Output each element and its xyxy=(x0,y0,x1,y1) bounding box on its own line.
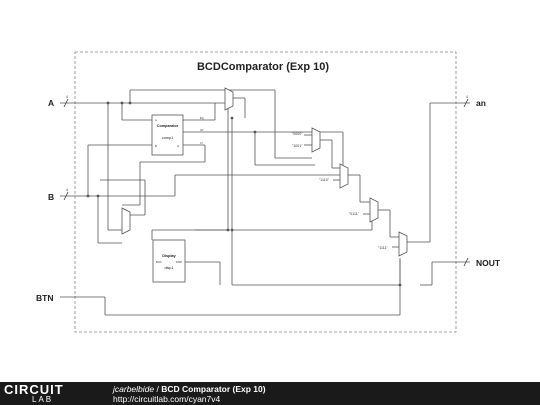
display-pin-disp: DISP xyxy=(176,260,182,264)
project-title[interactable]: BCD Comparator (Exp 10) xyxy=(161,384,266,394)
logo-sub: LAB xyxy=(32,395,54,404)
junction-dots xyxy=(86,101,402,287)
byline: jcarbelbide / BCD Comparator (Exp 10) xyxy=(113,384,266,394)
port-nout-label: NOUT xyxy=(476,258,501,268)
port-b-label: B xyxy=(48,192,54,202)
bus-width-an: 4 xyxy=(466,95,468,99)
port-an-label: an xyxy=(476,98,486,108)
author-link[interactable]: jcarbelbide xyxy=(113,384,155,394)
display-block[interactable]: Display disp1 BCD DISP xyxy=(152,239,186,283)
comparator-pin-eq: EQ xyxy=(200,116,204,120)
port-a-label: A xyxy=(48,98,54,108)
wires xyxy=(60,89,470,316)
footer-bar: CIRCUIT LAB jcarbelbide / BCD Comparator… xyxy=(0,382,540,405)
display-title: Display xyxy=(162,254,176,258)
mux-5 xyxy=(369,197,379,223)
mux-3 xyxy=(311,127,321,153)
multiplexers xyxy=(121,87,408,257)
const-1001: "1001" xyxy=(292,144,303,148)
const-1110: "1110" xyxy=(319,178,330,182)
diagram-title: BCDComparator (Exp 10) xyxy=(197,61,329,73)
comparator-instance: comp1 xyxy=(162,136,173,140)
const-1111: "1111" xyxy=(378,246,388,250)
mux-2 xyxy=(121,207,131,235)
const-0000: "0000" xyxy=(292,132,303,136)
const-0111: "0111" xyxy=(349,212,360,216)
comparator-block[interactable]: Comparator comp1 A B ct EQ GT LT xyxy=(151,114,204,156)
display-pin-bcd: BCD xyxy=(156,260,162,264)
bus-width-labels: 4 4 4 xyxy=(66,95,468,192)
comparator-pin-gt: GT xyxy=(200,128,204,132)
bus-width-a: 4 xyxy=(66,95,68,99)
subcircuit-boundary xyxy=(74,51,457,333)
comparator-pin-ct: ct xyxy=(177,144,179,148)
constant-labels: "0000" "1001" "1110" "0111" "1111" xyxy=(292,132,388,250)
mux-4 xyxy=(339,163,349,189)
comparator-title: Comparator xyxy=(157,124,179,128)
comparator-pin-b: B xyxy=(155,144,157,148)
byline-separator: / xyxy=(154,384,162,394)
comparator-pin-lt: LT xyxy=(200,141,203,145)
project-url[interactable]: http://circuitlab.com/cyan7v4 xyxy=(113,394,221,404)
port-btn-label: BTN xyxy=(36,293,53,303)
bus-ticks xyxy=(63,98,469,267)
schematic-canvas: BCDComparator (Exp 10) xyxy=(36,51,501,333)
display-instance: disp1 xyxy=(164,266,173,270)
mux-6 xyxy=(398,231,408,257)
comparator-pin-a: A xyxy=(155,118,157,122)
circuitlab-logo[interactable]: CIRCUIT LAB xyxy=(4,382,64,404)
mux-1 xyxy=(224,87,234,111)
port-labels: A B BTN an NOUT xyxy=(36,98,501,303)
bus-width-b: 4 xyxy=(66,188,68,192)
logo-main: CIRCUIT xyxy=(4,382,64,397)
